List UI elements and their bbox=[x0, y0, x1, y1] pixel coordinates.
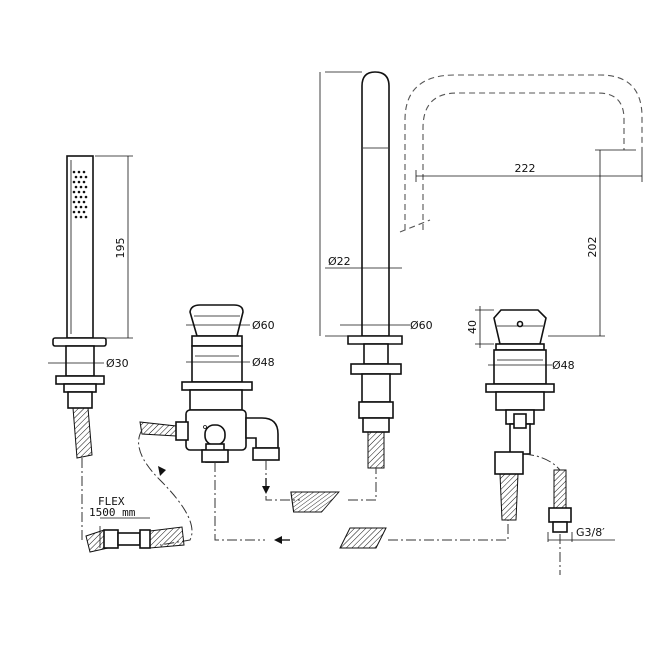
hand-shower-height-label: 195 bbox=[114, 238, 127, 259]
flex-length-label: 1500 mm bbox=[89, 506, 136, 519]
thread-size-label: G3/8′ bbox=[576, 526, 605, 539]
spout-tube-dia-label: Ø22 bbox=[328, 255, 351, 268]
diverter-valve: Ø60 Ø48 bbox=[139, 304, 280, 463]
spout-base-dia-label: Ø60 bbox=[410, 319, 433, 332]
hand-shower-base-dia-label: Ø30 bbox=[106, 357, 129, 370]
spout-height-label: 202 bbox=[586, 237, 599, 258]
mixer-body-dia-label: Ø48 bbox=[552, 359, 575, 372]
spout-reach-label: 222 bbox=[515, 162, 536, 175]
spray-holes bbox=[72, 170, 88, 219]
diverter-knob-dia-label: Ø60 bbox=[252, 319, 275, 332]
mixer-knob-height-label: 40 bbox=[466, 320, 479, 334]
spout: Ø22 Ø60 222 202 bbox=[319, 71, 643, 469]
connection-paths bbox=[81, 429, 561, 575]
hand-shower: 195 Ø30 bbox=[48, 155, 133, 459]
mixer-valve: 40 Ø48 G3/8′ bbox=[466, 306, 615, 542]
diverter-body-dia-label: Ø48 bbox=[252, 356, 275, 369]
flex-title-label: FLEX bbox=[98, 495, 125, 508]
